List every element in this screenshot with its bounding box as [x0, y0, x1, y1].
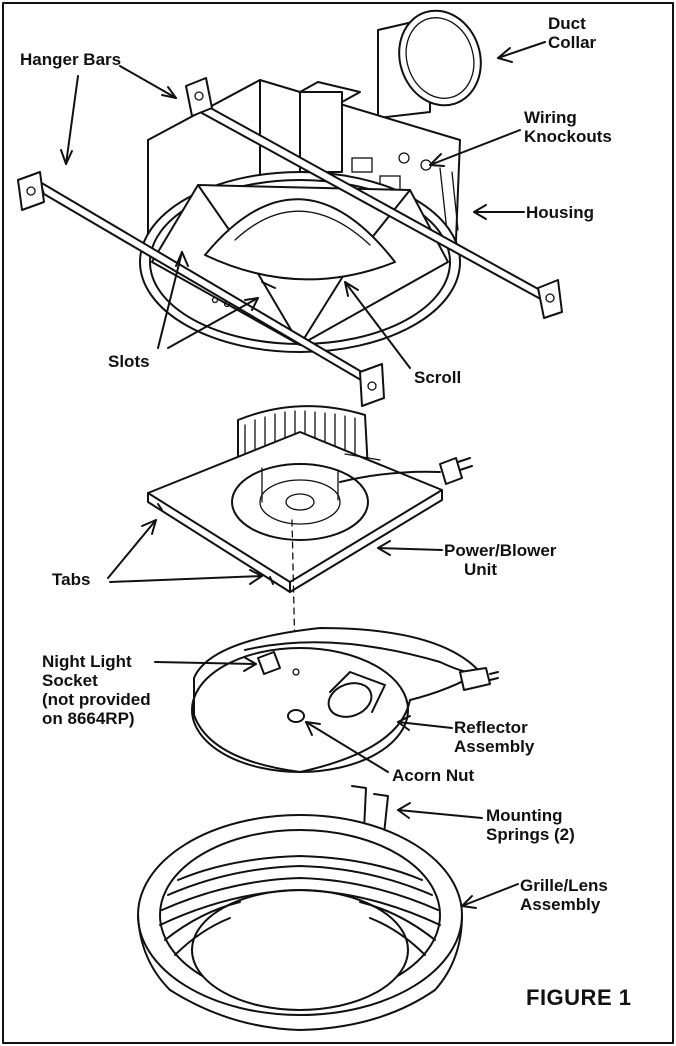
wiring-knockouts-label-line1: Wiring	[524, 108, 577, 127]
duct-collar-label-line1: Duct	[548, 14, 586, 33]
power-blower-unit-label: Power/Blower Unit	[444, 541, 556, 579]
night-light-socket-label-line4: on 8664RP)	[42, 709, 135, 728]
reflector-assembly-drawing	[191, 627, 499, 773]
mounting-springs-label-line2: Springs (2)	[486, 825, 575, 844]
mounting-springs-label-line1: Mounting	[486, 806, 563, 825]
duct-collar-label-line2: Collar	[548, 33, 597, 52]
power-blower-unit-label-line2: Unit	[464, 560, 498, 579]
duct-collar-drawing	[377, 9, 482, 119]
wiring-knockouts-label: Wiring Knockouts	[524, 108, 612, 146]
night-light-socket-label-line1: Night Light	[42, 652, 132, 671]
mounting-springs-label: Mounting Springs (2)	[486, 806, 575, 844]
housing-label: Housing	[526, 203, 594, 222]
acorn-nut-label: Acorn Nut	[392, 766, 475, 785]
housing-drawing	[139, 79, 461, 353]
wiring-knockouts-label-line2: Knockouts	[524, 127, 612, 146]
power-blower-unit-label-line1: Power/Blower	[444, 541, 557, 560]
tabs-label: Tabs	[52, 570, 91, 589]
night-light-socket-label-line2: Socket	[42, 671, 98, 690]
duct-collar-label: Duct Collar	[548, 14, 596, 52]
leader-arrows	[60, 41, 546, 909]
night-light-socket-label-line3: (not provided	[42, 690, 151, 709]
grille-lens-drawing	[137, 785, 463, 1031]
reflector-assembly-label-line1: Reflector	[454, 718, 528, 737]
power-blower-unit-drawing	[147, 405, 473, 701]
night-light-socket-label: Night Light Socket (not provided on 8664…	[42, 652, 151, 728]
hanger-bars-drawing	[17, 77, 563, 407]
grille-lens-assembly-label: Grille/Lens Assembly	[520, 876, 608, 914]
hanger-bars-label: Hanger Bars	[20, 50, 122, 69]
scroll-label: Scroll	[414, 368, 462, 387]
reflector-assembly-label-line2: Assembly	[454, 737, 535, 756]
slots-label: Slots	[108, 352, 150, 371]
reflector-assembly-label: Reflector Assembly	[454, 718, 534, 756]
grille-lens-assembly-label-line2: Assembly	[520, 895, 601, 914]
grille-lens-assembly-label-line1: Grille/Lens	[520, 876, 608, 895]
figure-label: FIGURE 1	[526, 985, 632, 1010]
